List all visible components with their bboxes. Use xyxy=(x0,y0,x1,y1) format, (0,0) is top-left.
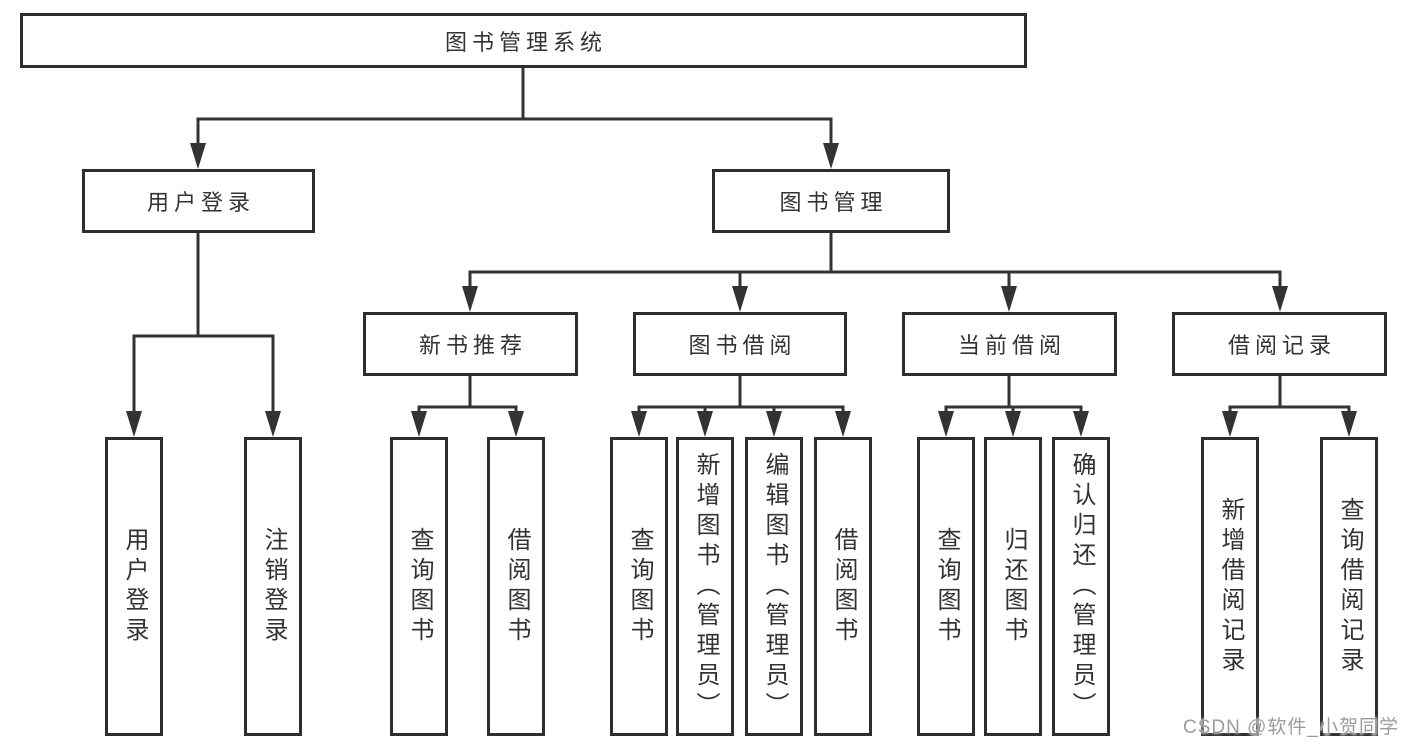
leaf-confirm-return-admin: 确认归还（管理员） xyxy=(1052,437,1110,736)
node-root-system-label: 图书管理系统 xyxy=(444,29,607,55)
leaf-borrow-query-book: 查询图书 xyxy=(610,437,668,736)
leaf-edit-book-admin-label: 编辑图书（管理员） xyxy=(761,451,788,722)
leaf-user-login: 用户登录 xyxy=(105,437,163,736)
leaf-add-borrow-record-label: 新增借阅记录 xyxy=(1217,496,1244,677)
leaf-borrow-query-book-label: 查询图书 xyxy=(626,526,653,647)
node-book-borrow-label: 图书借阅 xyxy=(688,333,797,358)
node-current-borrow-label: 当前借阅 xyxy=(957,333,1066,358)
leaf-recommend-query-book-label: 查询图书 xyxy=(406,526,433,647)
node-book-borrow: 图书借阅 xyxy=(633,312,847,376)
leaf-recommend-borrow-book-label: 借阅图书 xyxy=(503,526,530,647)
leaf-add-borrow-record: 新增借阅记录 xyxy=(1201,437,1259,736)
leaf-add-book-admin-label: 新增图书（管理员） xyxy=(692,451,719,722)
csdn-watermark: CSDN @软件_小贺同学 xyxy=(1183,717,1399,738)
leaf-query-borrow-record: 查询借阅记录 xyxy=(1320,437,1378,736)
leaf-recommend-borrow-book: 借阅图书 xyxy=(487,437,545,736)
leaf-current-query-book: 查询图书 xyxy=(917,437,975,736)
node-root-system: 图书管理系统 xyxy=(20,13,1027,68)
leaf-borrow-book-label: 借阅图书 xyxy=(830,526,857,647)
node-book-management-label: 图书管理 xyxy=(779,190,888,215)
node-borrow-record: 借阅记录 xyxy=(1172,312,1387,376)
leaf-return-book-label: 归还图书 xyxy=(1000,526,1027,647)
leaf-query-borrow-record-label: 查询借阅记录 xyxy=(1336,496,1363,677)
leaf-recommend-query-book: 查询图书 xyxy=(390,437,448,736)
leaf-confirm-return-admin-label: 确认归还（管理员） xyxy=(1068,451,1095,722)
node-user-login: 用户登录 xyxy=(82,169,315,233)
leaf-add-book-admin: 新增图书（管理员） xyxy=(676,437,734,736)
arrowhead-icons xyxy=(126,143,1357,437)
node-book-management: 图书管理 xyxy=(712,169,950,233)
leaf-current-query-book-label: 查询图书 xyxy=(933,526,960,647)
node-borrow-record-label: 借阅记录 xyxy=(1227,333,1336,358)
leaf-edit-book-admin: 编辑图书（管理员） xyxy=(745,437,803,736)
leaf-borrow-book: 借阅图书 xyxy=(814,437,872,736)
leaf-logout-label: 注销登录 xyxy=(260,526,287,647)
node-new-book-recommend: 新书推荐 xyxy=(363,312,578,376)
node-user-login-label: 用户登录 xyxy=(146,190,255,215)
leaf-logout: 注销登录 xyxy=(244,437,302,736)
leaf-user-login-label: 用户登录 xyxy=(121,526,148,647)
leaf-return-book: 归还图书 xyxy=(984,437,1042,736)
node-current-borrow: 当前借阅 xyxy=(902,312,1117,376)
node-new-book-recommend-label: 新书推荐 xyxy=(418,333,527,358)
